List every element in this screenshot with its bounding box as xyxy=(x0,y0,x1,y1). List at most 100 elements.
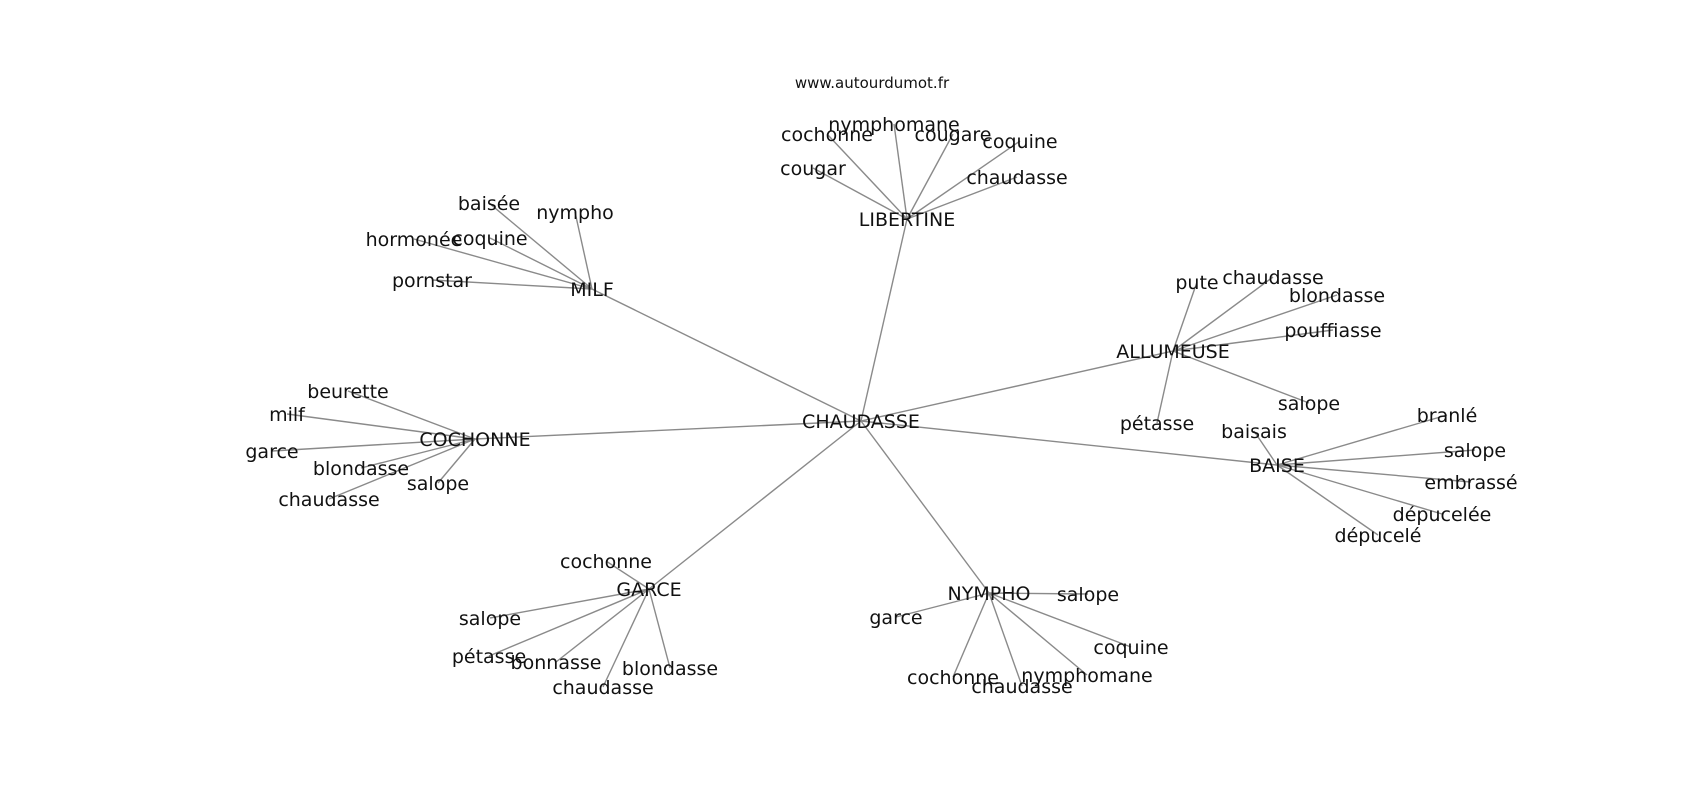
edge-nympho-garce xyxy=(895,592,990,618)
edge-allumeuse-chaudasse xyxy=(1172,276,1274,352)
leaf-node-allumeuse-salope: salope xyxy=(1278,393,1340,415)
edge-garce-salope xyxy=(489,588,650,619)
leaf-node-allumeuse-chaudasse: chaudasse xyxy=(1222,267,1323,289)
edge-cochonne-chaudasse xyxy=(328,438,476,500)
leaf-node-libertine-cougare: cougare xyxy=(915,124,992,146)
leaf-node-milf-coquine: coquine xyxy=(452,228,527,250)
leaf-node-nympho-cochonne: cochonne xyxy=(907,667,999,689)
edge-baise-baisais xyxy=(1253,430,1278,466)
leaf-node-baise-baisais: baisais xyxy=(1221,421,1287,443)
leaf-node-baise-salope: salope xyxy=(1444,440,1506,462)
edge-libertine-cougar xyxy=(812,167,908,220)
edge-nympho-nymphomane xyxy=(988,592,1088,676)
leaf-node-milf-pornstar: pornstar xyxy=(392,270,472,292)
leaf-node-cochonne-milf: milf xyxy=(269,404,306,426)
edge-garce-cochonne xyxy=(605,560,650,590)
edge-libertine-cougare xyxy=(906,133,954,220)
source-website-label: www.autourdumot.fr xyxy=(795,74,950,92)
edge-center-baise xyxy=(860,420,1278,466)
leaf-node-garce-cochonne: cochonne xyxy=(560,551,652,573)
edge-nympho-cochonne xyxy=(952,592,990,678)
edge-libertine-chaudasse xyxy=(906,176,1018,220)
leaf-node-libertine-nymphomane: nymphomane xyxy=(828,114,959,136)
edge-libertine-nymphomane xyxy=(893,123,908,220)
center-node-label: CHAUDASSE xyxy=(802,411,920,433)
edge-allumeuse-pouffiasse xyxy=(1172,329,1334,352)
edge-garce-bonnasse xyxy=(555,588,650,663)
leaf-node-baise-depucele: dépucelé xyxy=(1335,525,1422,547)
leaf-node-baise-depucelee: dépucelée xyxy=(1393,504,1492,526)
edge-nympho-chaudasse xyxy=(988,592,1023,687)
leaf-node-cochonne-chaudasse: chaudasse xyxy=(278,489,379,511)
edge-nympho-salope xyxy=(988,592,1089,595)
edge-cochonne-garce xyxy=(271,438,476,452)
edge-garce-chaudasse xyxy=(602,588,650,688)
edge-center-libertine xyxy=(860,218,908,422)
hub-node-cochonne: COCHONNE xyxy=(419,429,530,451)
hub-node-nympho: NYMPHO xyxy=(948,583,1031,605)
edge-center-garce xyxy=(648,420,862,590)
edge-cochonne-milf xyxy=(286,413,476,440)
leaf-node-allumeuse-petasse: pétasse xyxy=(1120,413,1194,435)
edge-cochonne-salope xyxy=(437,438,476,484)
edge-center-cochonne xyxy=(474,420,862,440)
edge-center-allumeuse xyxy=(860,350,1174,422)
leaf-node-nympho-salope: salope xyxy=(1057,584,1119,606)
hub-node-allumeuse: ALLUMEUSE xyxy=(1116,341,1230,363)
edge-nympho-coquine xyxy=(988,592,1132,648)
edge-milf-nympho xyxy=(574,211,593,290)
edge-allumeuse-blondasse xyxy=(1172,294,1338,352)
leaf-node-garce-bonnasse: bonnasse xyxy=(511,652,602,674)
hub-node-baise: BAISE xyxy=(1249,455,1305,477)
edge-baise-embrasse xyxy=(1276,464,1472,483)
graph-labels: CHAUDASSELIBERTINEcochonnenymphomanecoug… xyxy=(245,114,1517,699)
leaf-node-garce-salope: salope xyxy=(459,608,521,630)
hub-node-garce: GARCE xyxy=(616,579,681,601)
leaf-node-nympho-nymphomane: nymphomane xyxy=(1021,665,1152,687)
leaf-node-cochonne-blondasse: blondasse xyxy=(313,458,409,480)
hub-node-libertine: LIBERTINE xyxy=(859,209,955,231)
edge-garce-blondasse xyxy=(648,588,671,669)
leaf-node-libertine-cochonne: cochonne xyxy=(781,124,873,146)
edge-baise-depucelee xyxy=(1276,464,1443,515)
edge-libertine-cochonne xyxy=(826,133,908,220)
edge-center-nympho xyxy=(860,420,990,594)
edge-allumeuse-pute xyxy=(1172,281,1198,352)
leaf-node-nympho-garce: garce xyxy=(869,607,922,629)
edge-milf-pornstar xyxy=(431,279,593,290)
edge-milf-baisee xyxy=(488,202,593,290)
edge-libertine-coquine xyxy=(906,140,1021,220)
edge-garce-petasse xyxy=(488,588,650,657)
leaf-node-nympho-chaudasse: chaudasse xyxy=(971,676,1072,698)
leaf-node-milf-hormonee: hormonée xyxy=(366,229,463,251)
leaf-node-baise-embrasse: embrassé xyxy=(1424,472,1517,494)
edge-milf-coquine xyxy=(489,237,593,290)
leaf-node-allumeuse-pouffiasse: pouffiasse xyxy=(1284,320,1381,342)
edge-baise-branle xyxy=(1276,414,1448,466)
edge-milf-hormonee xyxy=(413,238,593,290)
leaf-node-baise-branle: branlé xyxy=(1417,405,1478,427)
leaf-node-milf-baisee: baisée xyxy=(458,193,520,215)
leaf-node-cochonne-garce: garce xyxy=(245,441,298,463)
leaf-node-libertine-cougar: cougar xyxy=(780,158,846,180)
graph-edges xyxy=(271,123,1476,688)
edge-cochonne-beurette xyxy=(347,390,476,440)
edge-center-milf xyxy=(591,288,862,422)
leaf-node-cochonne-beurette: beurette xyxy=(307,381,388,403)
leaf-node-milf-nympho: nympho xyxy=(536,202,614,224)
hub-node-milf: MILF xyxy=(570,279,614,301)
edge-cochonne-blondasse xyxy=(360,438,476,469)
leaf-node-libertine-coquine: coquine xyxy=(982,131,1057,153)
edge-allumeuse-salope xyxy=(1172,350,1310,404)
leaf-node-nympho-coquine: coquine xyxy=(1093,637,1168,659)
leaf-node-garce-blondasse: blondasse xyxy=(622,658,718,680)
leaf-node-libertine-chaudasse: chaudasse xyxy=(966,167,1067,189)
leaf-node-cochonne-salope: salope xyxy=(407,473,469,495)
leaf-node-garce-chaudasse: chaudasse xyxy=(552,677,653,699)
edge-baise-salope xyxy=(1276,449,1476,466)
edge-baise-depucele xyxy=(1276,464,1379,536)
leaf-node-garce-petasse: pétasse xyxy=(452,646,526,668)
edge-allumeuse-petasse xyxy=(1156,350,1174,424)
